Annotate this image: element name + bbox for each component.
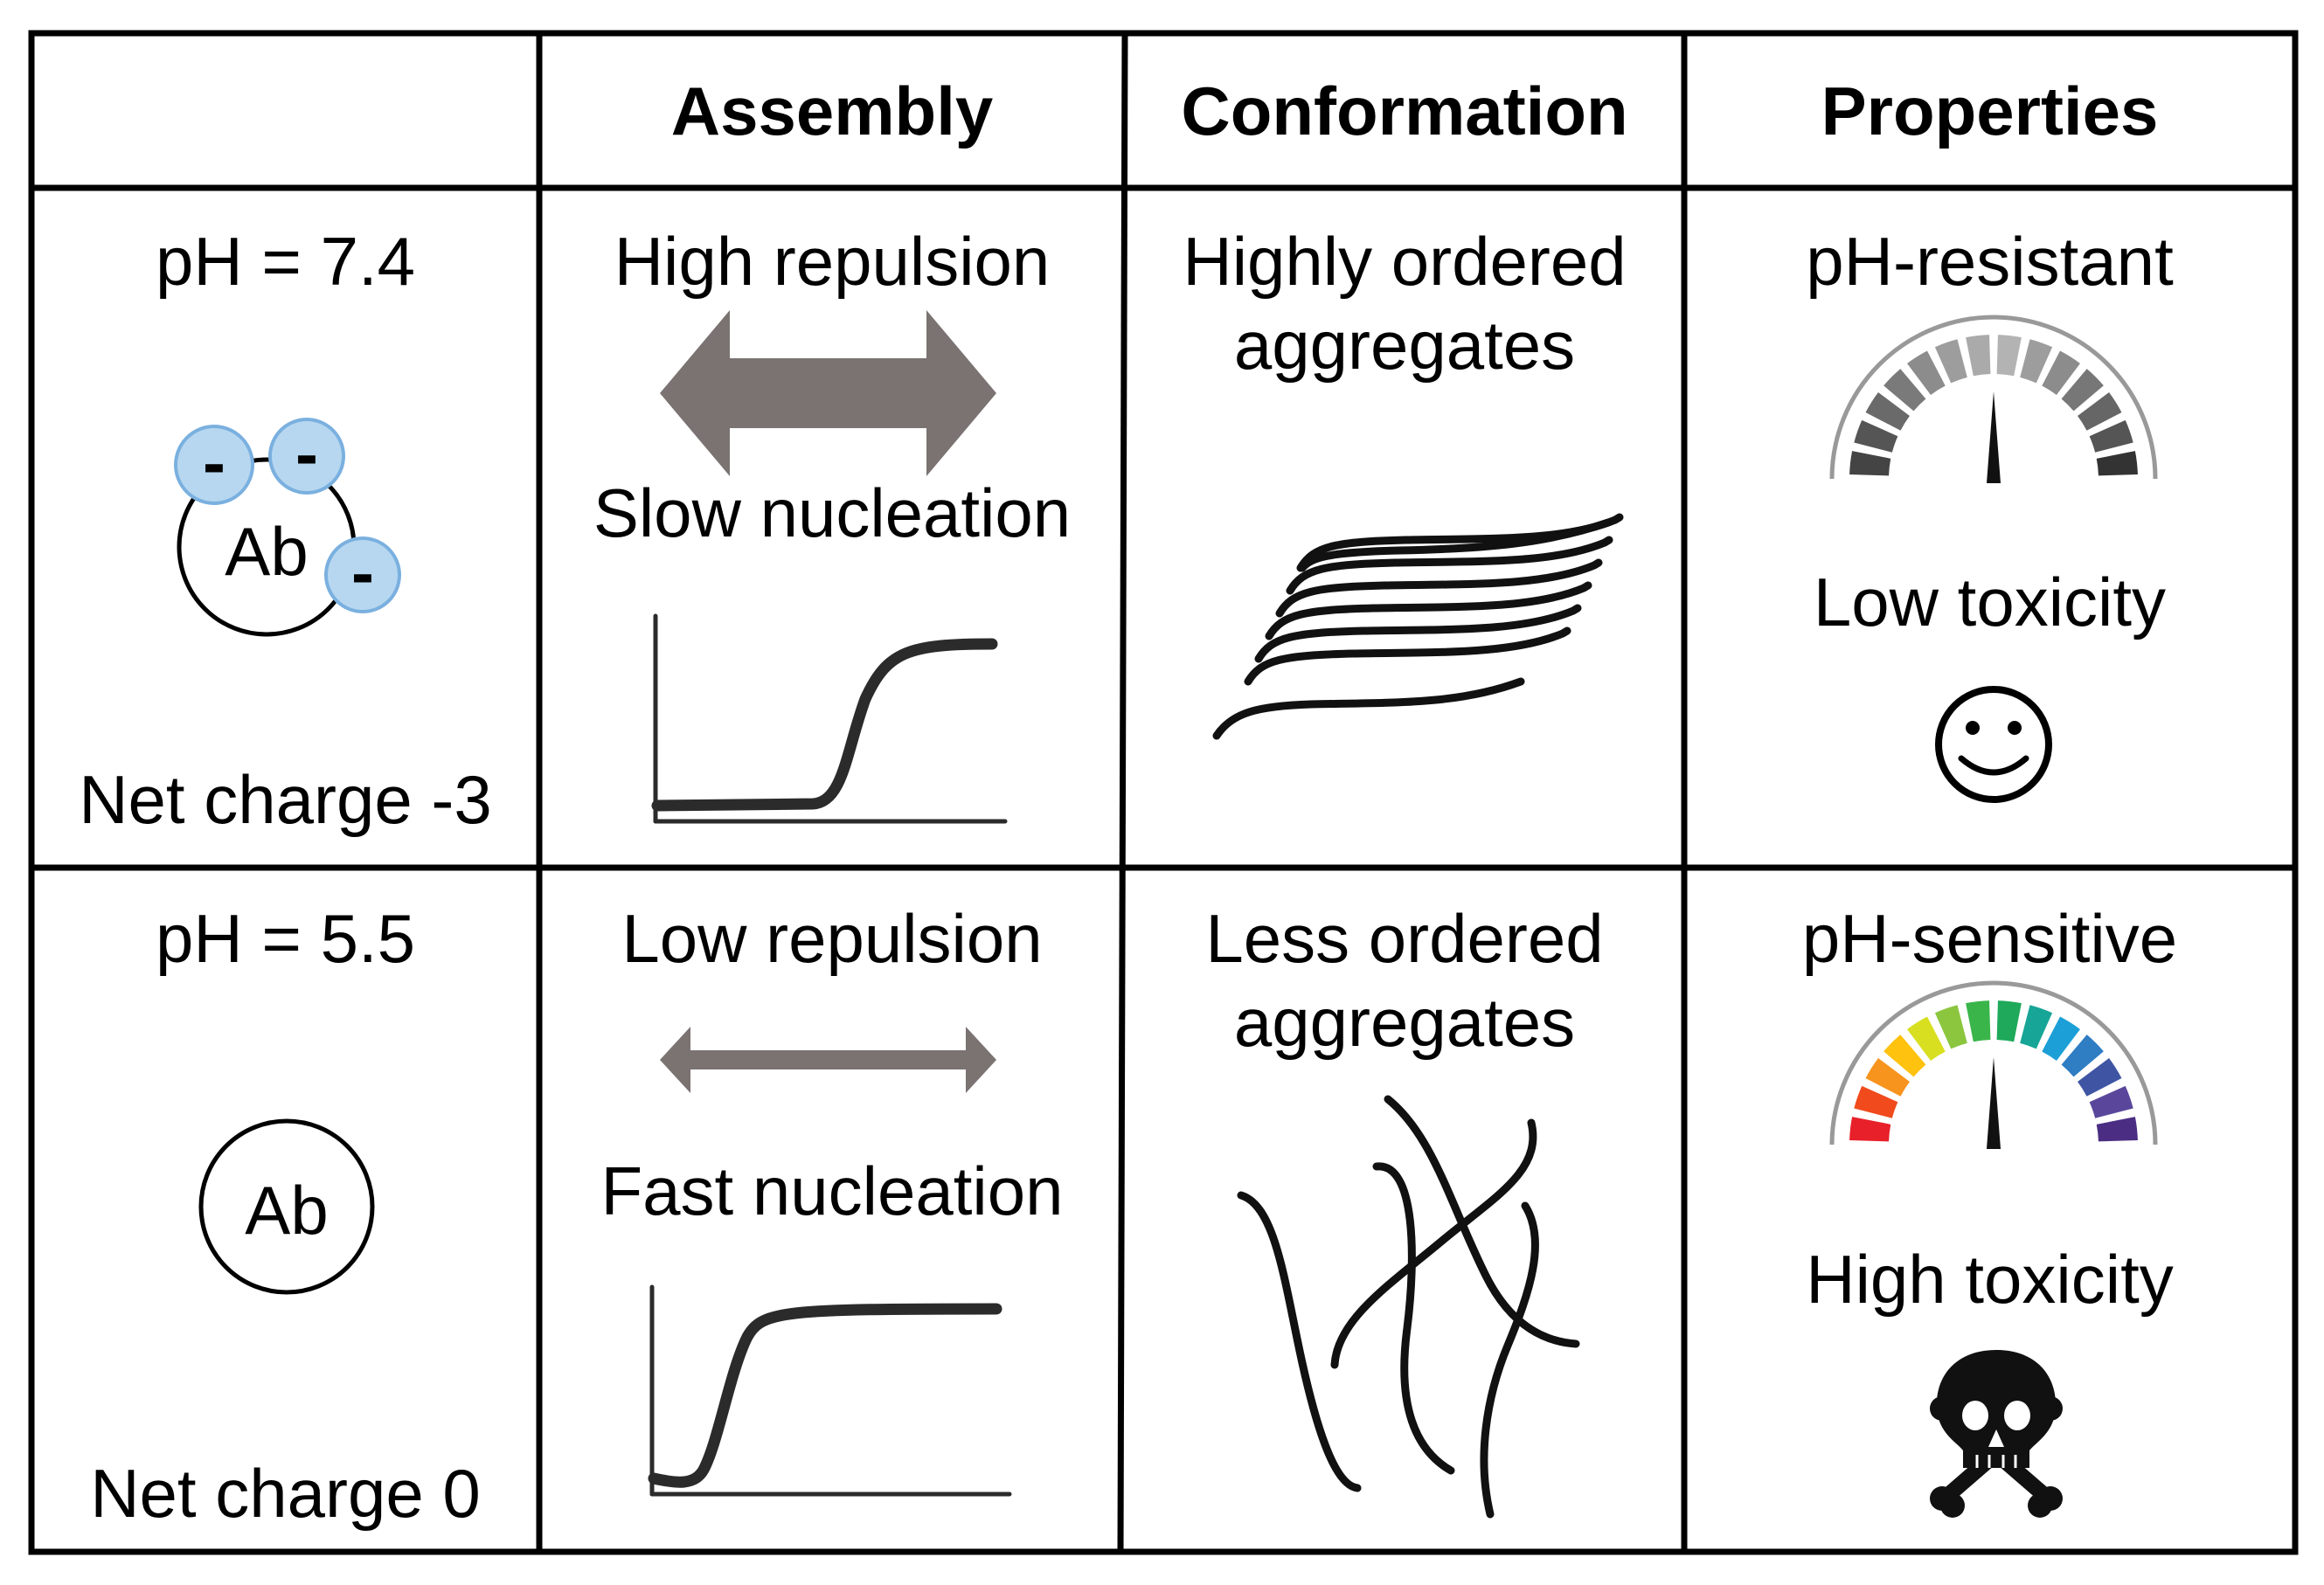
- row2-net-charge: Net charge 0: [90, 1455, 481, 1532]
- gauge-needle: [1987, 1057, 2001, 1149]
- row1-ph-label: pH = 7.4: [155, 223, 416, 300]
- charge-bubble-2: [268, 418, 345, 495]
- charge-sign-1: -: [203, 424, 225, 501]
- row2-toxicity: High toxicity: [1806, 1241, 2174, 1318]
- fibril-strand: [1265, 581, 1592, 640]
- gauge-segment: [2042, 350, 2080, 395]
- row2-particle-label: Ab: [245, 1172, 329, 1249]
- gauge-rim: [1829, 315, 2158, 480]
- row1-sigmoid-curve: [651, 638, 998, 812]
- gauge-segment: [1849, 451, 1891, 476]
- header-properties: Properties: [1821, 73, 2159, 149]
- fibril-strand: [1275, 558, 1603, 618]
- thin-double-arrow: [660, 1027, 996, 1093]
- gauge-segment: [2020, 1005, 2053, 1049]
- gauge-segment: [1934, 339, 1967, 384]
- gauge-segment: [1996, 335, 2022, 377]
- gauge-segment: [2061, 369, 2104, 412]
- gauge-segment: [1883, 1035, 1926, 1077]
- header-assembly: Assembly: [670, 73, 994, 149]
- gauge-segment: [1966, 335, 1991, 377]
- gauge-rim: [1829, 980, 2158, 1145]
- row2-ph-label: pH = 5.5: [155, 900, 416, 977]
- gauge-segment: [1854, 1085, 1898, 1118]
- row1-toxicity: Low toxicity: [1813, 564, 2167, 640]
- gauge-segment: [2020, 339, 2053, 384]
- gauge-segment: [1934, 1005, 1967, 1049]
- gauge-segment: [2096, 451, 2138, 476]
- row2-conformation-line2: aggregates: [1233, 984, 1576, 1061]
- header-conformation: Conformation: [1181, 73, 1628, 149]
- gauge-segment: [1907, 350, 1946, 395]
- charge-bubble-1: [174, 425, 254, 505]
- thick-double-arrow: [660, 310, 996, 476]
- row1-repulsion: High repulsion: [614, 223, 1051, 300]
- gauge-segment: [1865, 1058, 1910, 1097]
- row2-particle-circle: [198, 1118, 375, 1295]
- row2-fast-curve: [648, 1303, 1002, 1488]
- fibril-strand: [1244, 626, 1571, 686]
- row1-particle-label: Ab: [225, 513, 309, 590]
- fibril-strand: [1298, 518, 1613, 572]
- col-divider-2: [1117, 32, 1128, 1553]
- charge-sign-2: -: [295, 415, 318, 492]
- gauge-segment: [1865, 392, 1910, 431]
- gauge-segment: [2042, 1016, 2080, 1061]
- charge-bubble-3: [324, 536, 401, 613]
- gauge-segment: [1966, 1000, 1991, 1042]
- row1-net-charge: Net charge -3: [79, 761, 492, 838]
- fibril-strand: [1212, 677, 1525, 740]
- gauge-segment: [2089, 1085, 2133, 1118]
- gauge-segment: [1849, 1117, 1891, 1142]
- gauge-segment: [2089, 419, 2133, 453]
- row1-conformation-line2: aggregates: [1233, 307, 1576, 384]
- fibril-strand: [1254, 604, 1582, 663]
- row2-conformation-line1: Less ordered: [1205, 900, 1604, 977]
- gauge-segment: [2096, 1117, 2138, 1142]
- fibril-strand: [1286, 536, 1613, 595]
- gauge-segment: [1883, 369, 1926, 412]
- row1-resistance: pH-resistant: [1806, 223, 2174, 300]
- gauge-needle: [1987, 391, 2001, 483]
- gauge-segment: [1907, 1016, 1946, 1061]
- gauge-segment: [2078, 1058, 2122, 1097]
- table-border: [28, 30, 2299, 1555]
- row2-resistance: pH-sensitive: [1801, 900, 2178, 977]
- row2-nucleation: Fast nucleation: [600, 1152, 1064, 1229]
- gauge-segment: [2078, 392, 2122, 431]
- gauge-segment: [2061, 1035, 2104, 1077]
- row1-conformation-line1: Highly ordered: [1183, 223, 1627, 300]
- charge-sign-3: -: [351, 534, 374, 611]
- row2-repulsion: Low repulsion: [621, 900, 1043, 977]
- row1-nucleation: Slow nucleation: [593, 474, 1072, 551]
- gauge-segment: [1854, 419, 1898, 453]
- gauge-segment: [1996, 1000, 2022, 1042]
